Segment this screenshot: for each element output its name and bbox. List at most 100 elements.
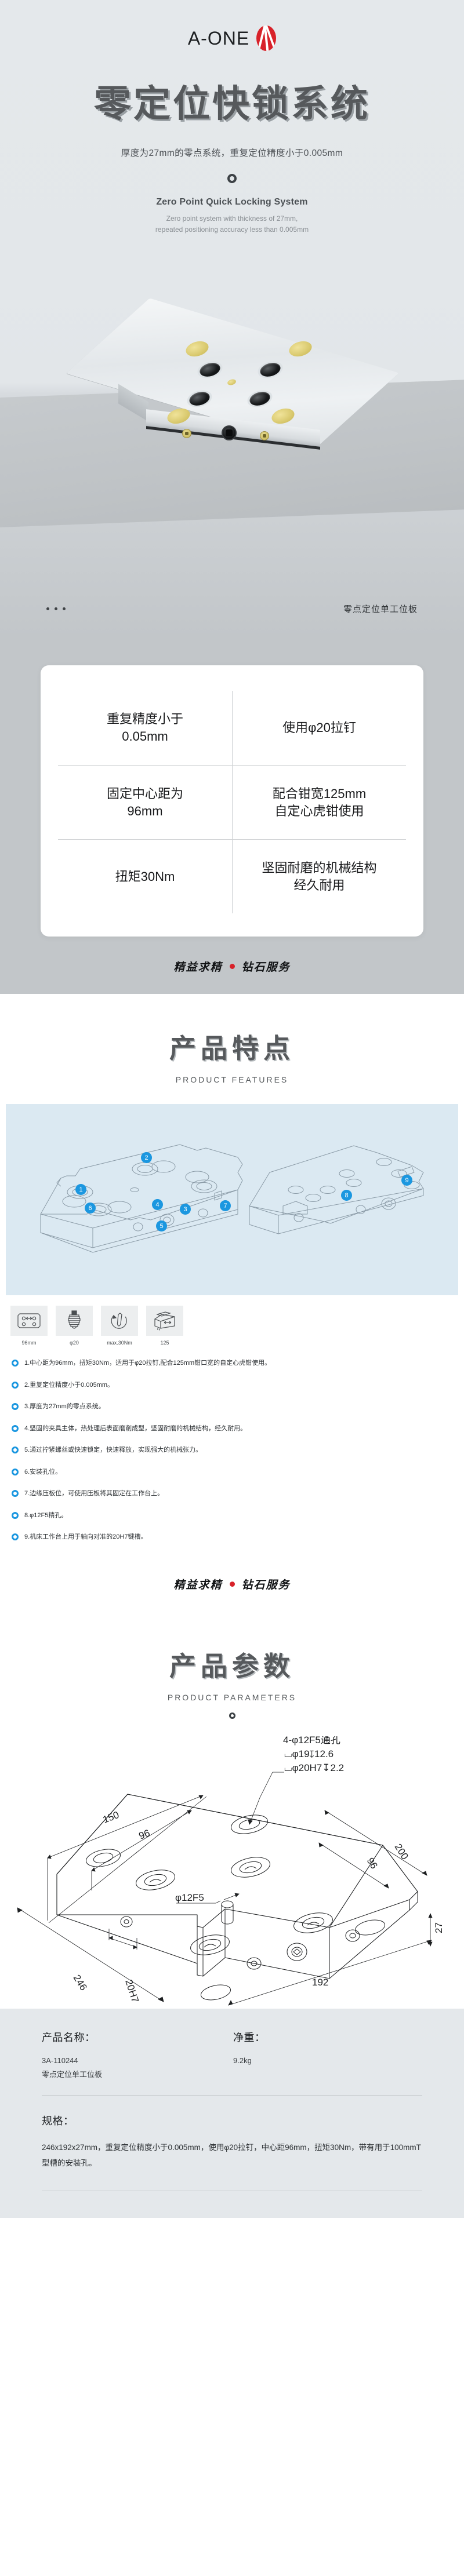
product-parameters-section: 产品参数 PRODUCT PARAMETERS bbox=[0, 1611, 464, 2009]
list-item-text: 6.安装孔位。 bbox=[24, 1468, 62, 1475]
feature-icon-label: 125 bbox=[160, 1340, 169, 1346]
tagline-dot-icon bbox=[229, 964, 235, 969]
tagline-left: 精益求精 bbox=[173, 961, 223, 974]
net-weight-value: 9.2kg bbox=[233, 2056, 252, 2065]
list-item: 7.边缘压板位，可使用压板将其固定在工作台上。 bbox=[12, 1489, 452, 1499]
dim-pin-hole: φ12F5 bbox=[175, 1892, 204, 1903]
bullet-ring-icon bbox=[12, 1424, 19, 1432]
brand-tagline: 精益求精 钻石服务 bbox=[0, 937, 464, 994]
list-item-text: 8.φ12F5精孔。 bbox=[24, 1511, 68, 1519]
vise-icon bbox=[146, 1306, 183, 1336]
callout-4: 4 bbox=[152, 1199, 163, 1210]
dim-length-top: 150 bbox=[102, 1809, 121, 1825]
features-title-en: PRODUCT FEATURES bbox=[175, 1075, 289, 1084]
pull-stud-icon bbox=[56, 1306, 93, 1336]
list-item-text: 4.坚固的夹具主体，热处理后表面磨削成型，坚固耐磨的机械结构，经久耐用。 bbox=[24, 1424, 247, 1432]
callout-6: 6 bbox=[85, 1203, 96, 1214]
spec-label: 规格： bbox=[42, 2115, 74, 2127]
dim-depth-right: 200 bbox=[393, 1842, 411, 1861]
dim-thickness: 27 bbox=[433, 1922, 444, 1933]
hero-english-sub-line2: repeated positioning accuracy less than … bbox=[155, 225, 309, 234]
feature-icon-label: max.30Nm bbox=[107, 1340, 132, 1346]
bullet-ring-icon bbox=[12, 1381, 19, 1389]
callout-8: 8 bbox=[341, 1190, 352, 1201]
hero-english-sub-line1: Zero point system with thickness of 27mm… bbox=[166, 214, 298, 223]
tagline-left: 精益求精 bbox=[173, 1579, 223, 1591]
dim-center-top: 96 bbox=[137, 1827, 151, 1842]
parameters-title-en: PRODUCT PARAMETERS bbox=[167, 1692, 297, 1702]
product-name-label: 产品名称： bbox=[42, 2031, 96, 2043]
tagline-right: 钻石服务 bbox=[241, 1579, 291, 1591]
list-item: 2.重复定位精度小于0.005mm。 bbox=[12, 1380, 452, 1390]
hole-pattern-icon bbox=[10, 1306, 48, 1336]
callout-9: 9 bbox=[401, 1175, 412, 1186]
bullet-ring-icon bbox=[12, 1403, 19, 1410]
feature-icon-cell: 125 bbox=[146, 1306, 183, 1346]
photo-caption: 零点定位单工位板 bbox=[343, 604, 418, 614]
callout-3: 3 bbox=[180, 1204, 191, 1215]
callout-7: 7 bbox=[220, 1200, 231, 1211]
bullet-ring-icon bbox=[12, 1360, 19, 1367]
list-item: 3.厚度为27mm的零点系统。 bbox=[12, 1402, 452, 1412]
feature-icon-cell: φ20 bbox=[56, 1306, 93, 1346]
tagline-right: 钻石服务 bbox=[241, 961, 291, 974]
list-item: 9.机床工作台上用于轴向对准的20H7键槽。 bbox=[12, 1532, 452, 1542]
list-item: 4.坚固的夹具主体，热处理后表面磨削成型，坚固耐磨的机械结构，经久耐用。 bbox=[12, 1424, 452, 1434]
product-detail-page: A-ONE 零定位快锁系统 厚度为27mm的零点系统，重复定位精度小于0.005… bbox=[0, 0, 464, 2218]
feature-icon-row: 96mm φ20 bbox=[0, 1295, 464, 1346]
dim-center-right: 96 bbox=[365, 1856, 380, 1871]
spec-cell: 坚固耐磨的机械结构经久耐用 bbox=[232, 839, 406, 913]
spec-row: 产品名称： 3A-110244 零点定位单工位板 净重： 9.2kg bbox=[42, 2030, 422, 2082]
list-item: 6.安装孔位。 bbox=[12, 1467, 452, 1477]
bullet-ring-icon bbox=[12, 1511, 19, 1519]
bullet-ring-icon bbox=[12, 1468, 19, 1475]
technical-drawing: 150 96 200 96 246 20H7 192 27 φ12F5 4-φ1… bbox=[12, 1736, 452, 2009]
photo-caption-row: 零点定位单工位板 bbox=[0, 603, 464, 615]
list-item-text: 9.机床工作台上用于轴向对准的20H7键槽。 bbox=[24, 1533, 147, 1540]
features-heading: 产品特点 PRODUCT FEATURES bbox=[0, 994, 464, 1084]
feature-icon-cell: max.30Nm bbox=[101, 1306, 138, 1346]
list-item-text: 3.厚度为27mm的零点系统。 bbox=[24, 1403, 105, 1410]
feature-icon-label: 96mm bbox=[21, 1340, 37, 1346]
hole-note-line3: ⌴φ20H7↧2.2 bbox=[284, 1762, 344, 1773]
spec-value: 246x192x27mm，重复定位精度小于0.005mm，使用φ20拉钉，中心距… bbox=[42, 2143, 421, 2167]
hero-section: A-ONE 零定位快锁系统 厚度为27mm的零点系统，重复定位精度小于0.005… bbox=[0, 0, 464, 637]
list-item-text: 1.中心距为96mm，扭矩30Nm，适用于φ20拉钉,配合125mm钳口宽的自定… bbox=[24, 1360, 271, 1367]
bullet-ring-icon bbox=[12, 1447, 19, 1453]
net-weight-block: 净重： 9.2kg bbox=[233, 2030, 422, 2082]
product-name-value: 零点定位单工位板 bbox=[42, 2070, 103, 2079]
bullet-ring-icon bbox=[12, 1490, 19, 1497]
torque-wrench-icon bbox=[101, 1306, 138, 1336]
zero-point-plate-illustration bbox=[66, 298, 399, 457]
net-weight-label: 净重： bbox=[233, 2031, 266, 2043]
product-name-block: 产品名称： 3A-110244 零点定位单工位板 bbox=[42, 2030, 233, 2082]
features-diagram: 1 2 3 4 5 6 7 8 9 bbox=[6, 1104, 458, 1295]
hero-subtitle: 厚度为27mm的零点系统，重复定位精度小于0.005mm bbox=[121, 148, 343, 158]
spec-cell: 使用φ20拉钉 bbox=[232, 691, 406, 765]
product-features-section: 产品特点 PRODUCT FEATURES bbox=[0, 994, 464, 1612]
product-model: 3A-110244 bbox=[42, 2056, 78, 2065]
product-photo bbox=[0, 255, 464, 527]
dim-width-left: 246 bbox=[71, 1973, 89, 1992]
brand-logo: A-ONE bbox=[0, 0, 464, 51]
ring-divider-icon bbox=[229, 1712, 235, 1719]
brand-wordmark: A-ONE bbox=[187, 27, 250, 49]
features-title-cn: 产品特点 bbox=[169, 1033, 295, 1063]
bullet-ring-icon bbox=[12, 1533, 19, 1540]
parameters-title-cn: 产品参数 bbox=[169, 1650, 295, 1681]
list-item-text: 2.重复定位精度小于0.005mm。 bbox=[24, 1381, 114, 1389]
brand-tagline: 精益求精 钻石服务 bbox=[0, 1554, 464, 1612]
feature-icon-cell: 96mm bbox=[10, 1306, 48, 1346]
list-item: 5.通过拧紧螺丝或快速锁定，快速释放，实现强大的机械张力。 bbox=[12, 1445, 452, 1455]
list-item-text: 7.边缘压板位，可使用压板将其固定在工作台上。 bbox=[24, 1490, 164, 1497]
list-item: 8.φ12F5精孔。 bbox=[12, 1511, 452, 1521]
feature-icon-label: φ20 bbox=[70, 1340, 79, 1346]
tagline-dot-icon bbox=[229, 1581, 235, 1587]
parameters-heading: 产品参数 PRODUCT PARAMETERS bbox=[0, 1612, 464, 1719]
